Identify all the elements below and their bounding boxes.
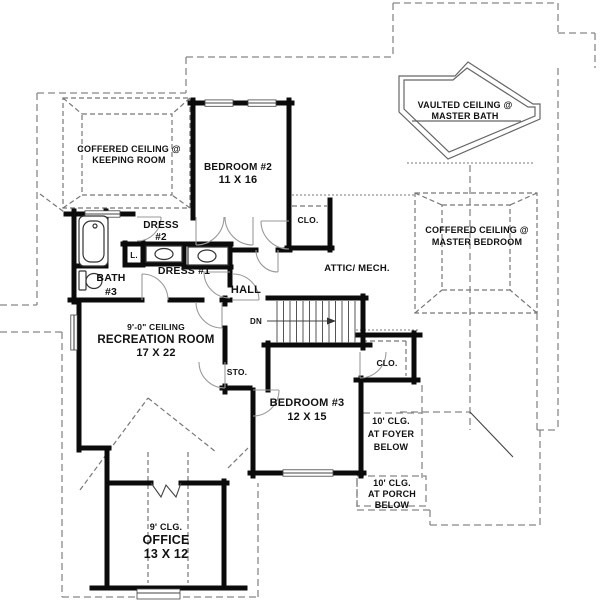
bedroom2-name: BEDROOM #2 — [204, 162, 272, 173]
office-window-bay — [136, 588, 181, 600]
label-attic-mech: ATTIC/ MECH. — [324, 263, 390, 274]
dress2-door — [136, 216, 162, 242]
label-office: 9' CLG. OFFICE 13 X 12 — [142, 522, 189, 561]
recreation-size: 17 X 22 — [136, 347, 175, 359]
foyer-line2: AT FOYER — [368, 429, 415, 439]
bath3-line1: BATH — [96, 272, 125, 284]
bathtub-inner — [82, 220, 105, 263]
keeping-room-coffered-outer — [62, 97, 191, 209]
porch-below-outline — [356, 475, 427, 507]
recreation-name: RECREATION ROOM — [97, 334, 214, 346]
office-ceiling-break-lines — [147, 452, 189, 583]
master-bath-vault-outline — [398, 61, 541, 160]
stair-direction-arrowhead — [327, 317, 336, 325]
keeping-room-line1: COFFERED CEILING @ — [77, 144, 180, 154]
label-dress1: DRESS #1 — [158, 265, 210, 277]
keeping-room-coffered-corners — [62, 97, 191, 209]
bathtub-drain — [92, 223, 98, 229]
bedroom2-double-door-left — [195, 216, 225, 246]
bedroom3-door — [252, 389, 280, 417]
dress2-line2: #2 — [155, 232, 167, 243]
master-bedroom-line1: COFFERED CEILING @ — [425, 225, 528, 235]
foyer-line1: 10' CLG. — [372, 416, 410, 426]
closet-shelf-lines — [292, 205, 407, 376]
dress2-line1: DRESS — [143, 220, 179, 231]
room-labels: COFFERED CEILING @ KEEPING ROOM BEDROOM … — [77, 100, 528, 561]
toilet-bowl — [85, 272, 103, 290]
stair-treads — [276, 301, 356, 343]
windows — [70, 99, 334, 600]
master-bath-line1: VAULTED CEILING @ — [418, 100, 513, 110]
bath3-line2: #3 — [105, 286, 117, 298]
recreation-ceiling-note: 9'-0" CEILING — [127, 322, 185, 332]
dress1-sink — [197, 249, 217, 263]
storage-door — [198, 361, 226, 389]
label-bath3: BATH #3 — [96, 272, 125, 298]
recreation-ceiling-slope-lines — [39, 193, 249, 491]
label-bedroom2: BEDROOM #2 11 X 16 — [204, 162, 272, 186]
label-porch-below: 10' CLG. AT PORCH BELOW — [368, 478, 416, 510]
dress1-hall-door-right — [232, 273, 260, 301]
label-closet-bed3: CLO. — [376, 358, 397, 368]
master-bedroom-coffered-outer — [414, 192, 538, 314]
master-bedroom-coffered-corners — [414, 192, 538, 314]
attic-door — [255, 249, 279, 273]
porch-line3: BELOW — [375, 500, 410, 510]
foyer-roof-valley-line — [469, 411, 514, 458]
master-bedroom-line2: MASTER BEDROOM — [432, 237, 522, 247]
office-ceiling-note: 9' CLG. — [150, 522, 183, 532]
recreation-door — [195, 301, 223, 329]
bedroom3-name: BEDROOM #3 — [270, 397, 345, 409]
door-swings — [136, 216, 387, 417]
bedroom3-size: 12 X 15 — [287, 411, 326, 423]
label-master-bath: VAULTED CEILING @ MASTER BATH — [418, 100, 513, 121]
ceiling-feature-dashlines — [39, 97, 538, 583]
bedroom2-closet-door — [260, 220, 290, 250]
dress1-hall-door-left — [203, 271, 231, 299]
bath3-door — [141, 273, 169, 301]
keeping-room-line2: KEEPING ROOM — [92, 155, 165, 165]
wall-path — [63, 97, 423, 591]
toilet-tank — [78, 270, 87, 291]
vault-outer-polygon — [398, 61, 541, 160]
master-bath-line2: MASTER BATH — [431, 111, 498, 121]
bedroom2-size: 11 X 16 — [219, 174, 258, 186]
master-bedroom-coffered-inner — [441, 204, 511, 291]
bedroom2-double-door-right — [224, 216, 254, 246]
label-linen-closet: L. — [130, 251, 138, 260]
vault-inner-polygon — [403, 67, 536, 153]
label-recreation-room: 9'-0" CEILING RECREATION ROOM 17 X 22 — [97, 322, 214, 359]
porch-line1: 10' CLG. — [373, 478, 411, 488]
office-cased-opening-mark — [150, 482, 182, 499]
walls — [63, 97, 423, 591]
foyer-line3: BELOW — [374, 442, 409, 452]
staircase — [267, 301, 356, 343]
label-stairs-dn: DN — [250, 317, 262, 326]
office-size: 13 X 12 — [144, 547, 189, 561]
wall-plate-hatch-lines — [292, 162, 533, 331]
label-bedroom3: BEDROOM #3 12 X 15 — [270, 397, 345, 423]
office-name: OFFICE — [142, 533, 189, 547]
label-dress2: DRESS #2 — [143, 220, 179, 243]
label-hall: HALL — [231, 284, 261, 296]
bath-fixtures — [78, 215, 514, 499]
label-closet-bed2: CLO. — [297, 215, 318, 225]
dress2-sink — [154, 247, 174, 261]
bedroom3-closet-door — [359, 351, 387, 379]
porch-line2: AT PORCH — [368, 489, 416, 499]
label-storage: STO. — [227, 367, 247, 377]
label-keeping-room: COFFERED CEILING @ KEEPING ROOM — [77, 144, 180, 165]
label-master-bedroom: COFFERED CEILING @ MASTER BEDROOM — [425, 225, 528, 247]
label-foyer-below: 10' CLG. AT FOYER BELOW — [368, 416, 415, 452]
keeping-room-coffered-inner — [81, 113, 173, 196]
